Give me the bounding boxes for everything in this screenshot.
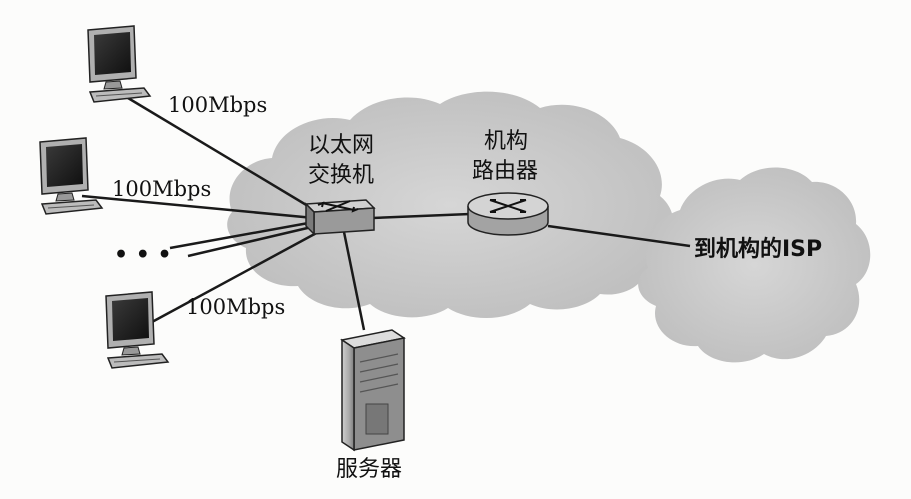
institution-cloud xyxy=(227,91,674,319)
bandwidth-label-bottom: 100Mbps xyxy=(186,295,285,319)
server-icon[interactable] xyxy=(340,329,406,452)
router-label-line1: 机构 xyxy=(484,129,528,154)
link-pc-mid xyxy=(81,194,315,220)
link-pc-top xyxy=(127,96,319,214)
desktop-computer-icon[interactable] xyxy=(87,25,152,103)
ethernet-switch-icon[interactable] xyxy=(304,199,376,236)
bandwidth-label-top: 100Mbps xyxy=(168,93,267,117)
links xyxy=(81,96,691,331)
switch-label-line2: 交换机 xyxy=(308,163,374,188)
ellipsis-label: • • • xyxy=(114,242,172,268)
server-label: 服务器 xyxy=(336,457,402,482)
link-switch-server xyxy=(342,231,366,331)
router-icon[interactable] xyxy=(467,192,549,236)
link-router-isp xyxy=(547,224,691,248)
bandwidth-label-mid: 100Mbps xyxy=(112,177,211,201)
desktop-computer-icon[interactable] xyxy=(39,137,104,215)
isp-cloud xyxy=(638,167,871,363)
link-dots-2 xyxy=(187,224,317,258)
isp-label: 到机构的ISP xyxy=(694,236,822,262)
link-pc-bottom xyxy=(151,228,323,324)
desktop-computer-icon[interactable] xyxy=(105,291,170,369)
link-switch-router xyxy=(371,212,471,220)
switch-label-line1: 以太网 xyxy=(308,133,374,158)
router-label-line2: 路由器 xyxy=(472,159,538,184)
link-dots-1 xyxy=(169,220,315,250)
